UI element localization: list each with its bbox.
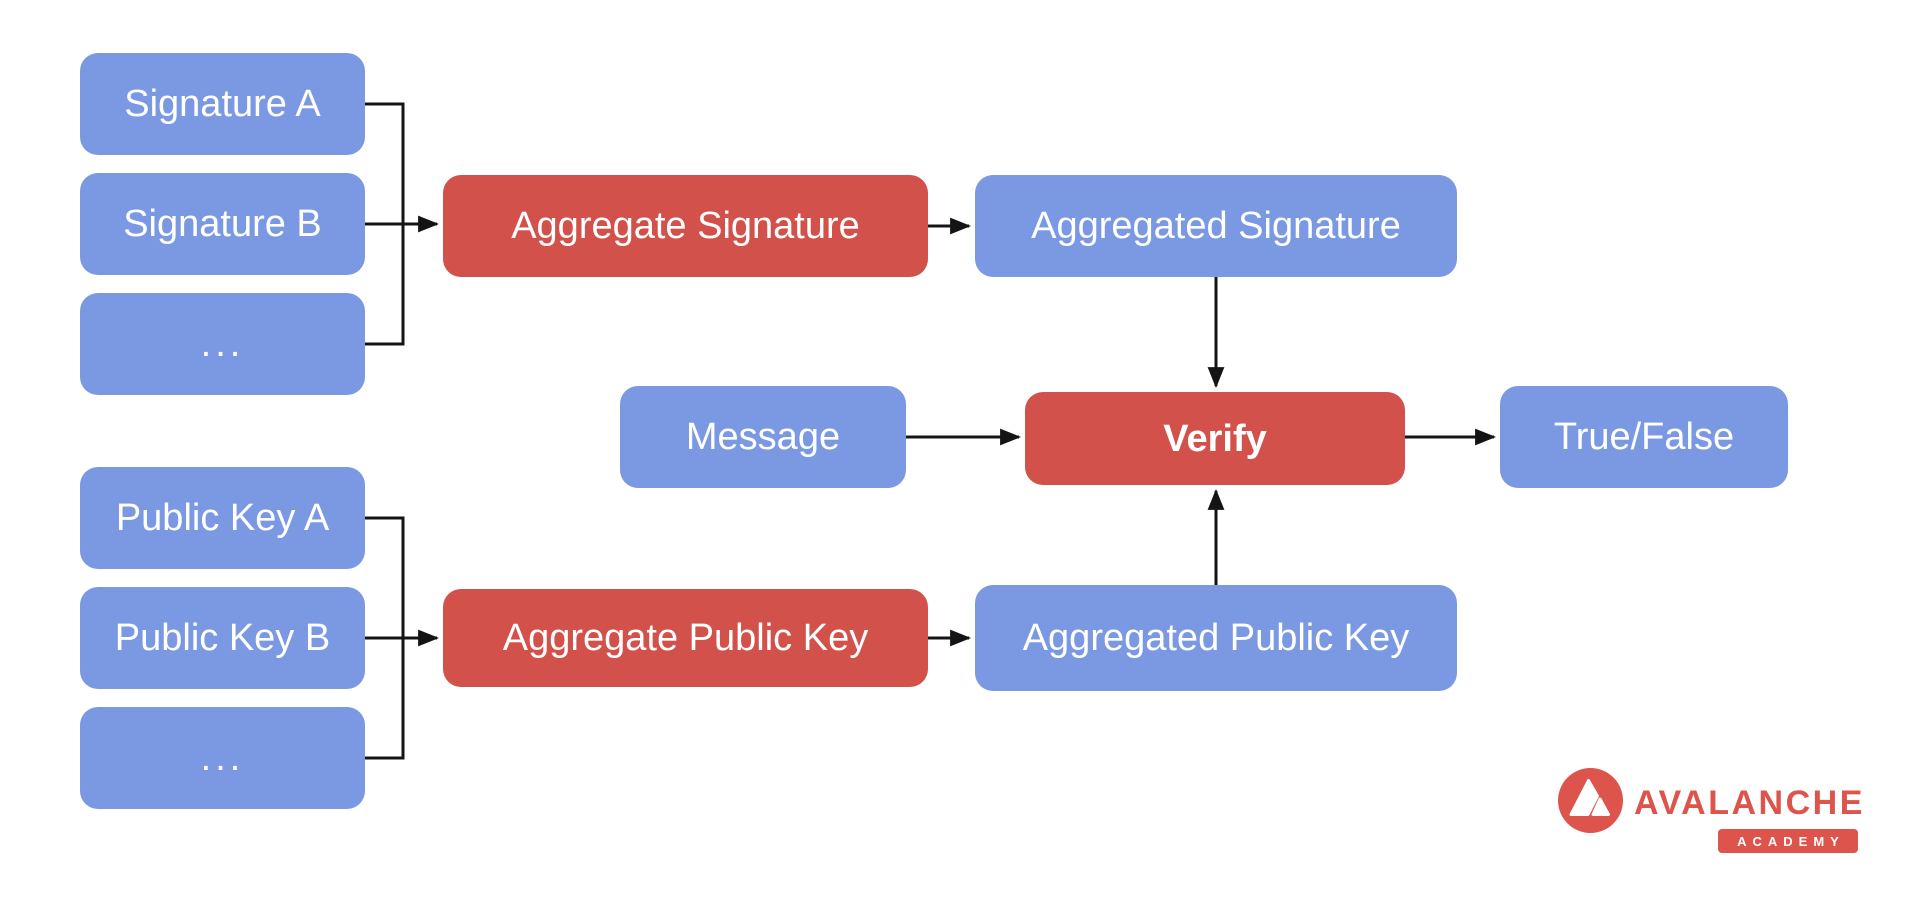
node-aggregate-public-key: Aggregate Public Key bbox=[443, 589, 928, 687]
avalanche-wordmark: AVALANCHE bbox=[1634, 784, 1865, 822]
node-signature-b: Signature B bbox=[80, 173, 365, 275]
node-aggregated-public-key: Aggregated Public Key bbox=[975, 585, 1457, 691]
avalanche-logo-icon bbox=[1558, 768, 1623, 833]
node-aggregate-signature: Aggregate Signature bbox=[443, 175, 928, 277]
node-public-key-b: Public Key B bbox=[80, 587, 365, 689]
node-true-false: True/False bbox=[1500, 386, 1788, 488]
node-verify: Verify bbox=[1025, 392, 1405, 485]
node-signature-ellipsis: ... bbox=[80, 293, 365, 395]
node-aggregated-signature: Aggregated Signature bbox=[975, 175, 1457, 277]
node-public-key-a: Public Key A bbox=[80, 467, 365, 569]
node-message: Message bbox=[620, 386, 906, 488]
node-public-key-ellipsis: ... bbox=[80, 707, 365, 809]
node-signature-a: Signature A bbox=[80, 53, 365, 155]
academy-badge: ACADEMY bbox=[1718, 829, 1858, 853]
